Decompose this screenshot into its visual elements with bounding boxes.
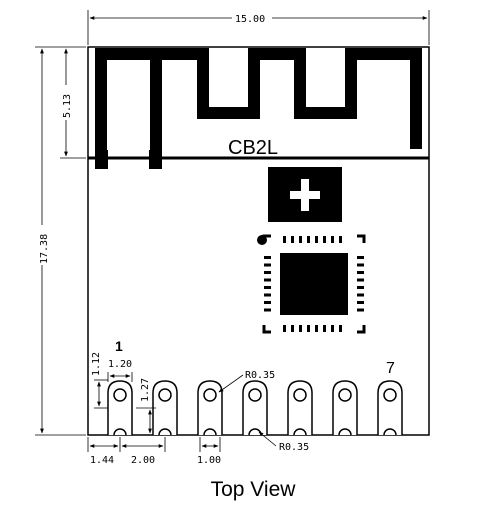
chip-pin: [323, 236, 326, 243]
radius-top-value: R0.35: [245, 370, 275, 381]
chip-pin: [264, 278, 271, 282]
pad-hole: [248, 388, 262, 402]
chip-pin: [264, 271, 271, 274]
chip-pin: [315, 325, 318, 332]
hole-diameter-value: 1.00: [197, 455, 221, 466]
chip-pin: [264, 256, 271, 259]
pin7-label: 7: [386, 360, 395, 377]
height-value: 17.38: [39, 234, 50, 264]
chip-pin: [357, 278, 364, 282]
pad-edge-notch: [158, 428, 172, 436]
height-dimension: [35, 46, 86, 436]
chip-pin: [264, 263, 271, 267]
chip-pin: [339, 325, 342, 332]
chip-pin: [299, 325, 302, 332]
chip-pin: [357, 286, 364, 289]
edge-offset-value: 1.44: [90, 455, 114, 466]
chip-pin: [357, 263, 364, 267]
pad-row: [107, 380, 403, 436]
chip-corner-mark: [262, 325, 271, 334]
chip-pin: [323, 325, 326, 332]
chip-pin: [357, 293, 364, 297]
pad-width-value: 1.20: [108, 359, 132, 370]
chip-pin: [357, 256, 364, 259]
pad-edge-notch: [293, 428, 307, 436]
pad-hole: [338, 388, 352, 402]
chip-corner-mark: [262, 234, 271, 243]
pin1-label: 1: [115, 338, 123, 354]
chip-pin: [291, 236, 294, 243]
chip-pin: [357, 301, 364, 304]
width-value: 15.00: [235, 14, 265, 25]
crystal-cross-v: [301, 179, 309, 211]
pad-edge-notch: [338, 428, 352, 436]
antenna-height-value: 5.13: [62, 94, 73, 118]
chip-pin: [264, 301, 271, 304]
pad-hole: [113, 388, 127, 402]
pad-edge-notch: [203, 428, 217, 436]
chip-pin: [264, 293, 271, 297]
view-caption: Top View: [211, 478, 297, 501]
pad-edge-notch: [383, 428, 397, 436]
pad-dimension-lines: [87, 372, 277, 452]
chip-pin: [315, 236, 318, 243]
chip-corner-mark: [357, 234, 366, 243]
chip-pin: [357, 271, 364, 274]
chip-pin: [264, 286, 271, 289]
chip-pin: [357, 308, 364, 312]
chip-pin-group: [262, 234, 366, 334]
chip-pin: [339, 236, 342, 243]
chip-pin: [299, 236, 302, 243]
width-dimension: [87, 10, 430, 45]
chip-pin: [291, 325, 294, 332]
chip-pin: [331, 236, 334, 243]
module-name: CB2L: [228, 137, 278, 159]
chip-pin: [307, 236, 310, 243]
chip-body: [280, 253, 348, 315]
antenna-height-dimension: [60, 48, 86, 159]
pad-hole: [293, 388, 307, 402]
pad-hole: [203, 388, 217, 402]
pad-hole: [158, 388, 172, 402]
pad-to-edge-value: 1.27: [140, 378, 151, 402]
chip-corner-mark: [357, 325, 366, 334]
pad-height-value: 1.12: [91, 352, 102, 376]
antenna-foot-left: [95, 150, 108, 169]
chip-pin: [331, 325, 334, 332]
pitch-value: 2.00: [131, 455, 155, 466]
antenna-foot-right: [149, 150, 162, 169]
chip-pin: [307, 325, 310, 332]
pad-edge-notch: [113, 428, 127, 436]
chip-pin: [283, 236, 286, 243]
pad-hole: [383, 388, 397, 402]
chip-pin: [264, 308, 271, 312]
radius-bottom-value: R0.35: [279, 442, 309, 453]
antenna-trace: [95, 48, 422, 166]
chip-pin: [283, 325, 286, 332]
